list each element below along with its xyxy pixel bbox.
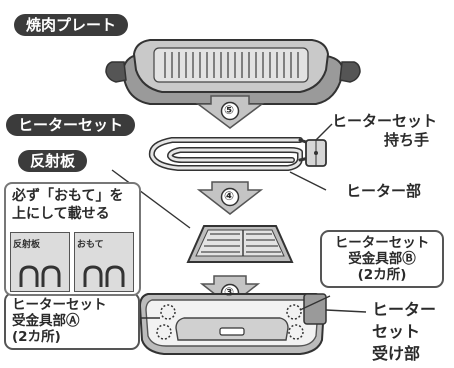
heater-handle <box>305 139 327 167</box>
receiver-label-3: 受け部 <box>372 344 421 363</box>
step-arrow-4 <box>196 181 264 215</box>
heater-set-label: ヒーターセット <box>6 114 136 136</box>
bracket-b-label: ヒーターセット 受金具部Ⓑ (2カ所) <box>320 230 444 288</box>
reflector-plate <box>186 225 294 263</box>
yakiniku-plate <box>105 39 361 105</box>
step-4: ④ <box>224 189 235 203</box>
reflector-tab-right: おもて <box>74 232 134 292</box>
receiver-label-2: セット <box>372 322 421 341</box>
leader-handle <box>315 123 333 141</box>
orientation-note: 必ず「おもて」を 上にして載せる 反射板 おもて <box>4 182 141 296</box>
grill-base <box>138 293 327 355</box>
leader-heater-part <box>289 171 327 191</box>
receiver-label-1: ヒーター <box>372 300 437 319</box>
plate-label: 焼肉プレート <box>14 14 129 36</box>
note-line-2: 上にして載せる <box>12 206 110 222</box>
tab-slots-right <box>83 265 125 287</box>
heater-handle-label-1: ヒーターセット <box>332 112 438 130</box>
step-5: ⑤ <box>224 103 235 117</box>
tab-slots-left <box>19 265 61 287</box>
leader-reflector <box>111 169 191 229</box>
leader-bracket-b <box>299 295 331 311</box>
heater-part-label: ヒーター部 <box>346 182 422 200</box>
reflector-label: 反射板 <box>18 150 88 172</box>
reflector-tab-left: 反射板 <box>10 232 70 292</box>
heater-handle-label-2: 持ち手 <box>384 131 430 149</box>
heater-element <box>148 137 320 171</box>
leader-receiver <box>325 309 367 313</box>
note-line-1: 必ず「おもて」を <box>12 188 124 204</box>
step-arrow-5 <box>195 95 265 129</box>
step-3: ③ <box>224 285 235 299</box>
bracket-a-label: ヒーターセット 受金具部Ⓐ (2カ所) <box>4 292 140 350</box>
